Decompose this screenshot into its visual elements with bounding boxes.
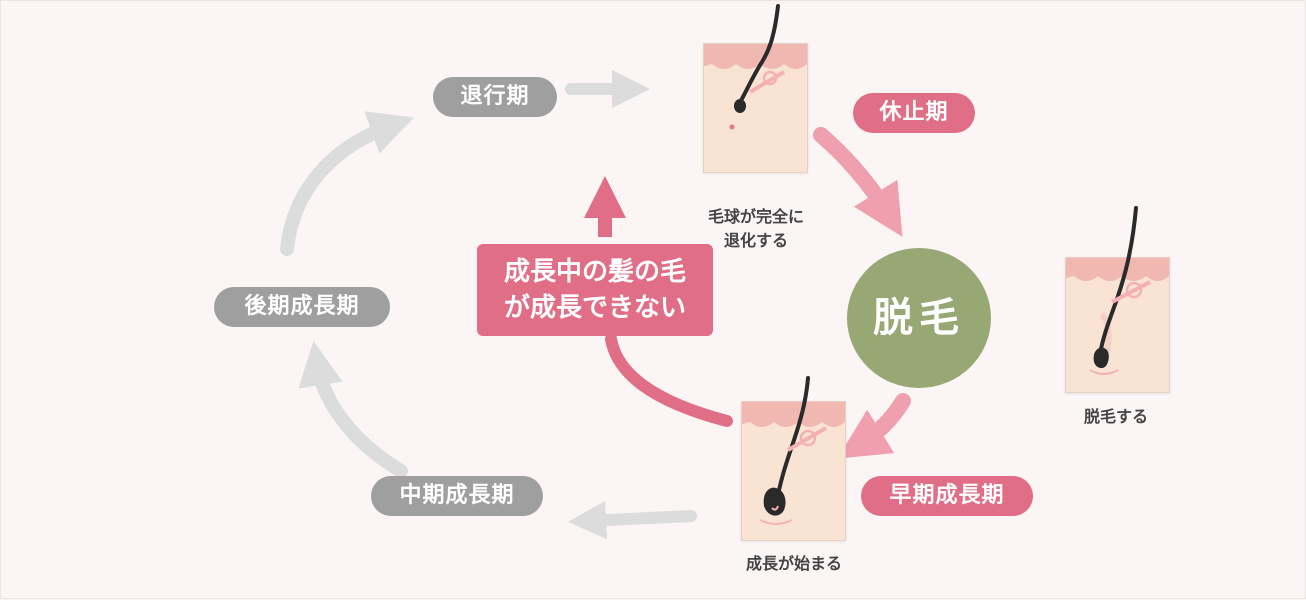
datsumou-circle: 脱毛: [847, 248, 991, 388]
caption-right: 脱毛する: [1083, 407, 1148, 426]
stage-pill-taikou: 退行期: [433, 77, 557, 117]
callout-line-2: が成長できない: [503, 293, 686, 323]
caption-top-line-1: 毛球が完全に: [707, 207, 804, 226]
hair-panel-kyuushi: [703, 4, 808, 173]
stage-pill-kouki: 後期成長期: [214, 287, 390, 327]
arrow-chuuki-to-kouki: [298, 340, 408, 478]
stage-pill-souki: 早期成長期: [861, 476, 1033, 516]
hair-panel-datsumou: [1065, 206, 1170, 393]
callout-box: 成長中の髪の毛 が成長できない: [477, 244, 713, 336]
arrow-kyuushi-to-datsumou: [813, 127, 903, 237]
caption-top: 毛球が完全に 退化する: [693, 205, 819, 253]
arrow-souki-to-callout: [605, 333, 733, 427]
arrow-kouki-to-taikou: [280, 111, 415, 256]
callout-line-1: 成長中の髪の毛: [503, 257, 686, 287]
stage-pill-chuuki: 中期成長期: [371, 476, 543, 516]
caption-bottom: 成長が始まる: [745, 554, 842, 573]
stage-pill-kyuushi: 休止期: [853, 93, 975, 133]
hair-panel-souki: [741, 376, 846, 541]
arrow-datsumou-to-souki: [837, 393, 911, 459]
arrow-souki-to-chuuki: [567, 500, 697, 540]
caption-top-line-2: 退化する: [723, 231, 788, 250]
